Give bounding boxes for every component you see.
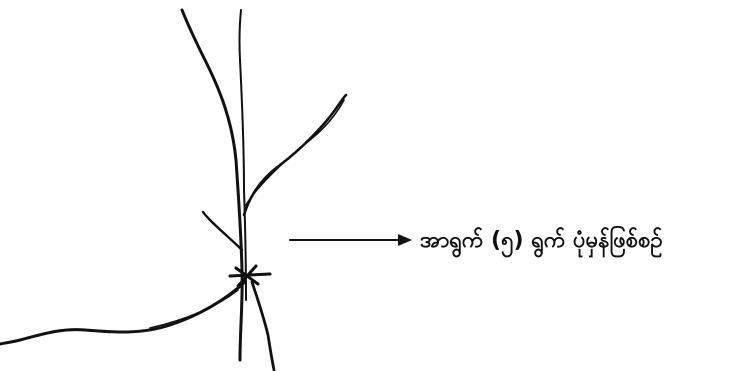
- root-down: [252, 282, 274, 370]
- arrow-head: [398, 234, 412, 246]
- root-left-inner: [150, 290, 238, 328]
- left-leaf: [203, 212, 242, 250]
- right-leaf: [244, 95, 346, 215]
- crown-node: [230, 266, 270, 286]
- root-left: [0, 282, 245, 344]
- diagram-label: အာရွက် (၅) ရွက် ပုံမှန်ဖြစ်စဉ်: [420, 226, 750, 256]
